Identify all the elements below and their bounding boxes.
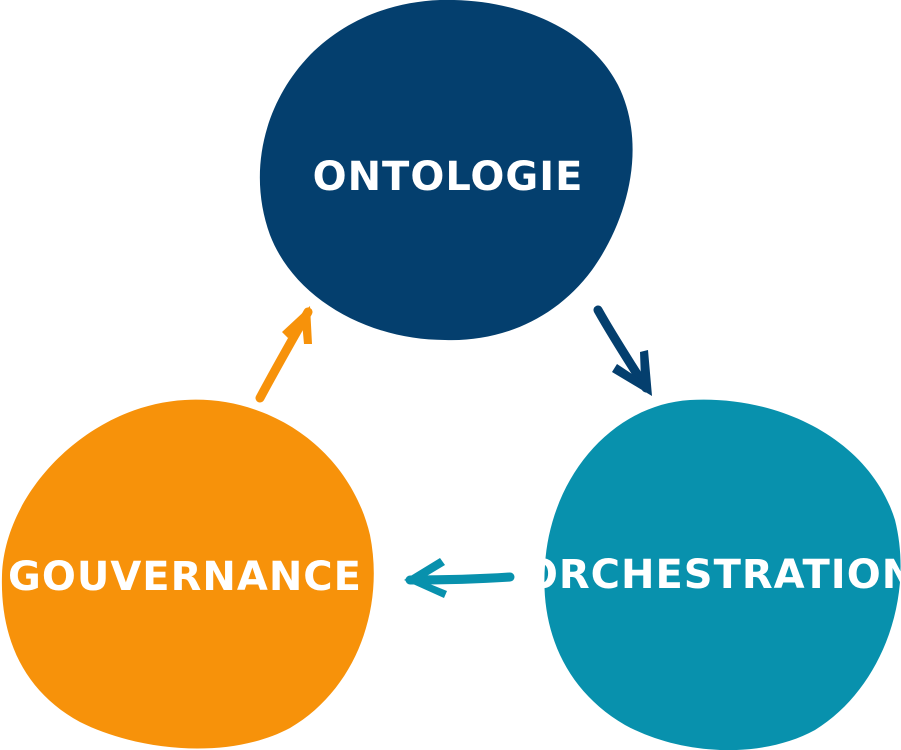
- node-ontologie-shape: [259, 0, 633, 341]
- node-ontologie: ONTOLOGIE: [259, 0, 633, 341]
- arrow-head: [282, 306, 312, 344]
- arrow-head: [404, 558, 447, 598]
- node-ontologie-label: ONTOLOGIE: [313, 154, 584, 200]
- arrow-shaft: [405, 572, 515, 585]
- arrow-orchestration-to-gouvernance: [404, 558, 515, 598]
- arrow-shaft: [593, 305, 651, 393]
- node-orchestration-label: ORCHESTRATION: [524, 552, 901, 598]
- node-gouvernance-shape: [1, 399, 374, 749]
- node-gouvernance: GOUVERNANCE: [1, 399, 374, 749]
- arrow-ontologie-to-orchestration: [593, 305, 652, 396]
- node-orchestration: ORCHESTRATION: [524, 399, 901, 750]
- node-gouvernance-label: GOUVERNANCE: [8, 554, 362, 600]
- arrow-shaft: [255, 307, 313, 403]
- arrow-head: [612, 350, 652, 396]
- node-orchestration-shape: [544, 399, 901, 750]
- arrow-gouvernance-to-ontologie: [255, 306, 313, 403]
